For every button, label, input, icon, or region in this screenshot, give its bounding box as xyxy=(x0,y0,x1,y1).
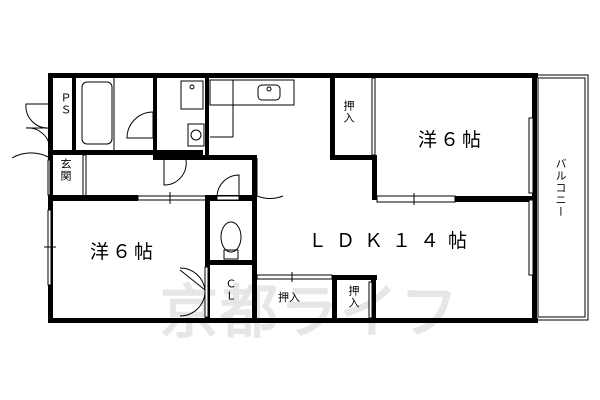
ps-label: ＰＳ xyxy=(59,92,72,116)
oshiire-bottom-label: 押入 xyxy=(278,291,300,304)
oshiire-small-label: 押入 xyxy=(347,285,360,309)
ldk-label: ＬＤＫ１４帖 xyxy=(308,230,477,252)
balcony-label: バルコニー xyxy=(554,158,567,218)
entrance-label: 玄関 xyxy=(59,158,72,182)
western-room-2-label: 洋６帖 xyxy=(418,129,485,151)
closet-label: ＣＬ xyxy=(224,278,237,302)
western-room-1-label: 洋６帖 xyxy=(90,241,157,263)
oshiire-top-label: 押入 xyxy=(342,100,355,124)
